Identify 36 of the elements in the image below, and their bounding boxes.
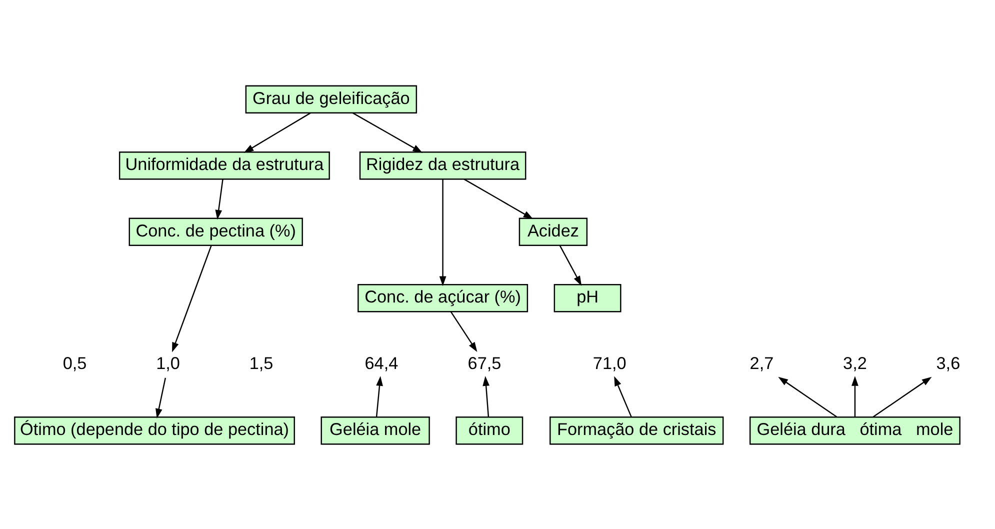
node-text: 1,5 — [248, 352, 273, 372]
arrow — [872, 376, 932, 417]
node-box: Uniformidade da estrutura — [118, 151, 330, 180]
arrow — [352, 112, 422, 152]
node-text: 67,5 — [467, 352, 501, 372]
node-box: pH — [553, 284, 621, 312]
node-box: ótimo — [455, 416, 523, 444]
arrow — [558, 244, 582, 286]
arrow — [438, 178, 446, 286]
node-box: Grau de geleificação — [244, 84, 417, 113]
node-box: Geléia mole — [320, 416, 430, 444]
arrow — [463, 178, 533, 219]
arrow — [214, 178, 223, 220]
node-text: 1,0 — [156, 352, 180, 372]
arrow — [482, 376, 489, 416]
arrow — [851, 376, 858, 416]
node-box: Rigidez da estrutura — [358, 151, 526, 180]
node-text: 3,6 — [936, 352, 960, 372]
node-text: 2,7 — [749, 352, 774, 372]
node-text: 0,5 — [62, 352, 86, 372]
arrow — [172, 244, 212, 352]
arrow — [155, 377, 166, 418]
node-text: 64,4 — [364, 352, 398, 372]
arrow — [375, 376, 382, 416]
node-box: Conc. de açúcar (%) — [357, 284, 528, 312]
arrow — [614, 376, 632, 416]
node-box: Acidez — [518, 217, 588, 246]
arrow — [450, 310, 477, 352]
node-box: Ótimo (depende do tipo de pectina) — [14, 416, 294, 444]
node-text: 3,2 — [842, 352, 866, 372]
arrow — [243, 112, 310, 152]
node-box: Conc. de pectina (%) — [128, 217, 302, 246]
arrow — [778, 376, 837, 417]
node-box: Geléia dura ótima mole — [748, 416, 960, 444]
node-box: Formação de cristais — [549, 416, 724, 444]
node-text: 71,0 — [592, 352, 626, 372]
